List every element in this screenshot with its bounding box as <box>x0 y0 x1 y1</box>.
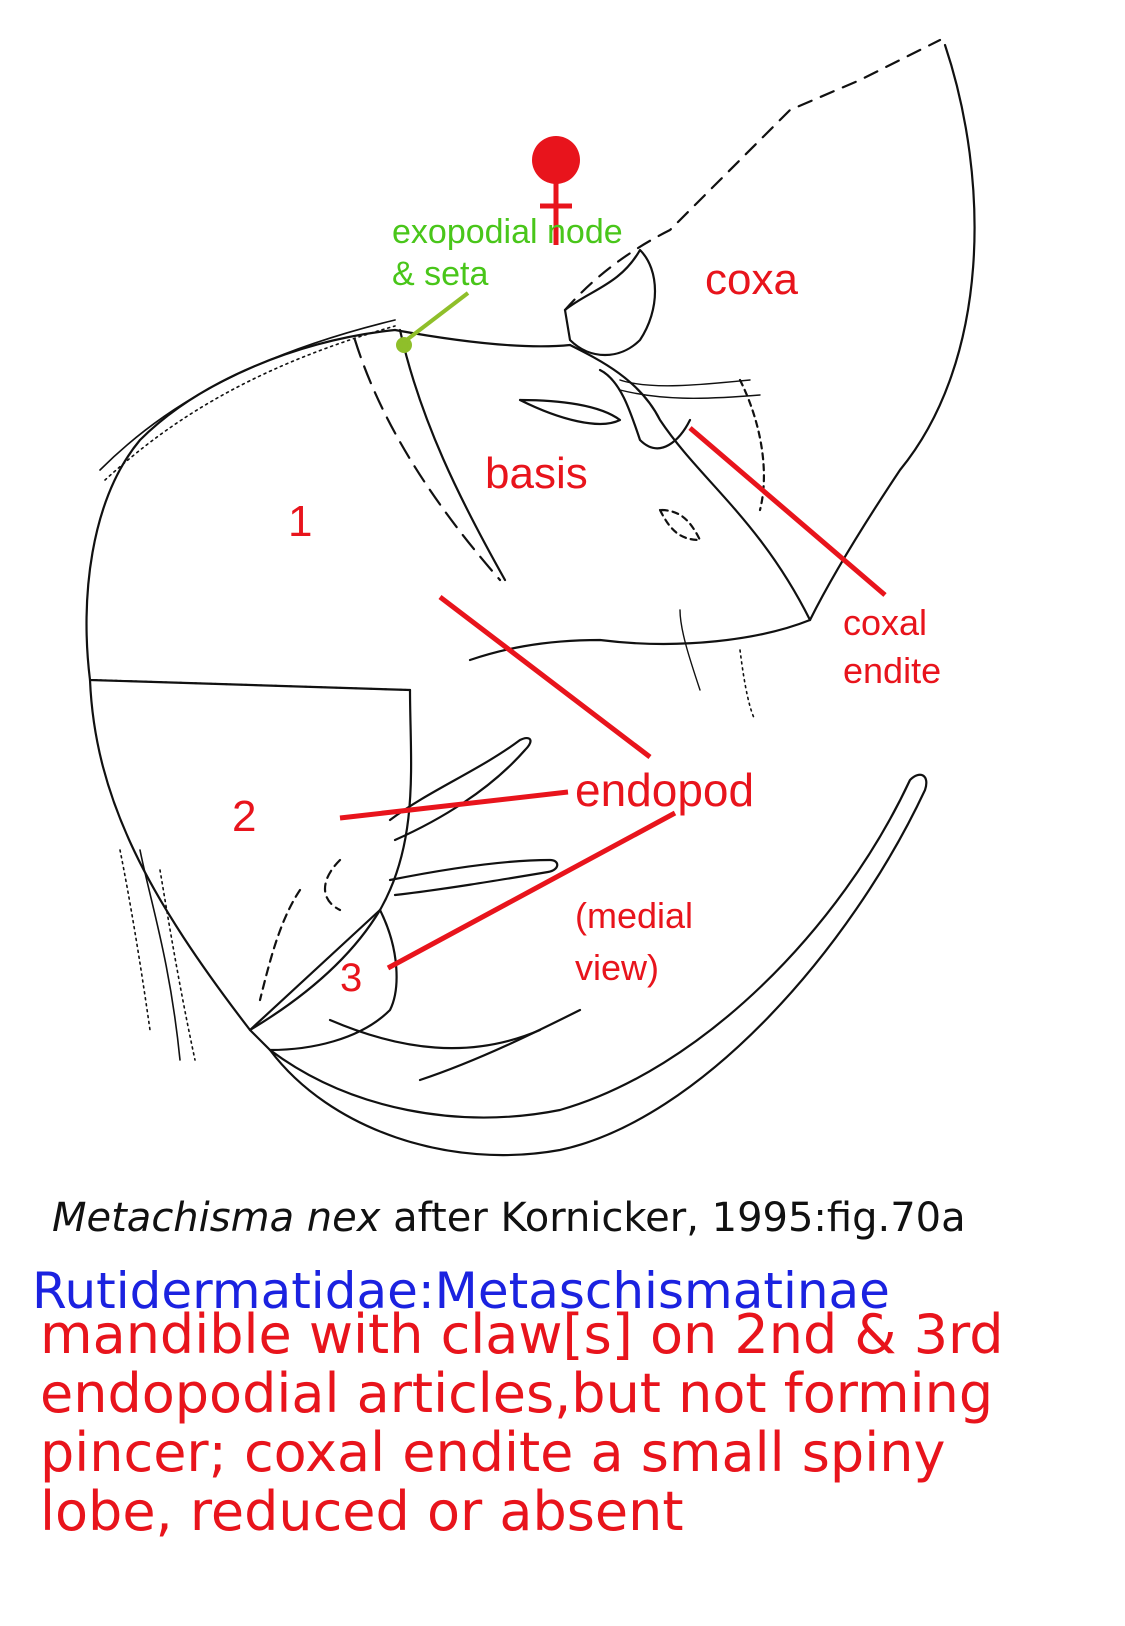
coxa-outline <box>808 43 976 622</box>
description-line-1: mandible with claw[s] on 2nd & 3rd <box>40 1303 1004 1366</box>
exopodial-node-marker <box>396 291 470 353</box>
exopodial-seta-label: & seta <box>392 255 489 293</box>
article-1-outline <box>85 328 412 692</box>
description-line-2: endopodial articles,but not forming <box>40 1362 994 1425</box>
article-3-label: 3 <box>340 956 363 1000</box>
description-line-4: lobe, reduced or absent <box>40 1480 684 1543</box>
mandible-drawing <box>85 38 976 1157</box>
basis-label: basis <box>485 449 588 498</box>
endopod-pointer-mid <box>339 789 569 821</box>
article-2-label: 2 <box>232 792 257 841</box>
coxal-endite-label-line2: endite <box>843 650 942 691</box>
taxon-heading: Rutidermatidae:Metaschismatinae <box>32 1262 890 1320</box>
article-3-outline <box>248 908 398 1052</box>
basis-outline <box>393 328 812 662</box>
coxal-endite-pointer <box>688 426 887 597</box>
exopodial-node-label: exopodial node <box>392 213 623 251</box>
article-2-outline <box>88 678 413 1032</box>
endopod-pointer-lower <box>386 810 677 971</box>
article-1-label: 1 <box>288 497 313 546</box>
medial-view-label-line2: view) <box>575 947 660 988</box>
coxa-label: coxa <box>705 255 798 304</box>
endopod-pointer-upper <box>438 595 652 759</box>
endopod-label: endopod <box>575 764 755 816</box>
caption-source: after Kornicker, 1995:fig.70a <box>380 1195 966 1241</box>
description-line-3: pincer; coxal endite a small spiny <box>40 1421 946 1484</box>
claw-outline <box>268 773 928 1157</box>
species-name: Metachisma nex <box>52 1195 381 1241</box>
figure-caption: Metachisma nex after Kornicker, 1995:fig… <box>52 1195 966 1241</box>
female-symbol-icon <box>532 136 580 245</box>
coxa-dashed-edge <box>563 38 942 312</box>
medial-view-label-line1: (medial <box>575 895 694 936</box>
coxal-endite-label-line1: coxal <box>843 602 928 643</box>
